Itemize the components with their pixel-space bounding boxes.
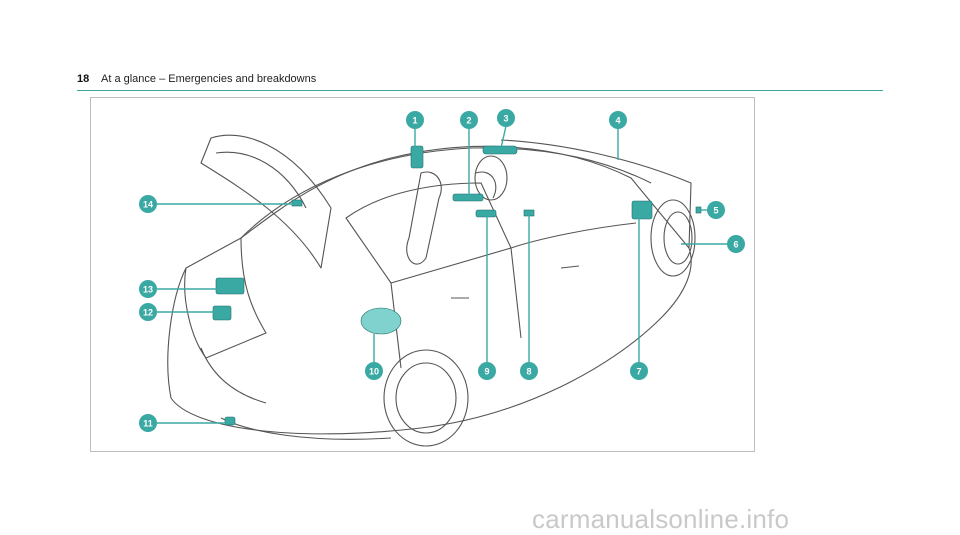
- callout-1: 1: [406, 111, 424, 129]
- page-number: 18: [77, 73, 90, 85]
- callout-8: 8: [520, 362, 538, 380]
- callout-6: 6: [727, 235, 745, 253]
- callout-13: 13: [139, 280, 157, 298]
- callout-14: 14: [139, 195, 157, 213]
- callout-8-label: 8: [526, 367, 531, 377]
- callout-12-label: 12: [143, 308, 153, 318]
- callout-11-label: 11: [143, 419, 153, 429]
- callout-2-label: 2: [466, 116, 471, 126]
- callout-13-label: 13: [143, 285, 153, 295]
- vehicle-illustration: 1 2 3 4 5 6 7: [90, 97, 755, 452]
- callout-12: 12: [139, 303, 157, 321]
- callout-badges: 1 2 3 4 5 6 7: [139, 109, 745, 432]
- callout-7: 7: [630, 362, 648, 380]
- callout-4-label: 4: [615, 116, 620, 126]
- watermark: carmanualsonline.info: [532, 504, 790, 534]
- callout-1-label: 1: [412, 116, 417, 126]
- callout-3-label: 3: [503, 114, 508, 124]
- car-outline: [167, 134, 696, 447]
- callout-leaders: [157, 125, 727, 424]
- callout-7-label: 7: [636, 367, 641, 377]
- page-header: 18 At a glance – Emergencies and breakdo…: [77, 70, 883, 91]
- callout-14-label: 14: [143, 200, 153, 210]
- callout-4: 4: [609, 111, 627, 129]
- callout-5: 5: [707, 201, 725, 219]
- callout-9: 9: [478, 362, 496, 380]
- callout-11: 11: [139, 414, 157, 432]
- section-title: At a glance – Emergencies and breakdowns: [101, 73, 317, 85]
- highlighted-parts: [212, 145, 702, 426]
- callout-5-label: 5: [713, 206, 718, 216]
- callout-2: 2: [460, 111, 478, 129]
- callout-9-label: 9: [484, 367, 489, 377]
- callout-6-label: 6: [733, 240, 738, 250]
- callout-3: 3: [497, 109, 515, 127]
- callout-10: 10: [365, 362, 383, 380]
- callout-10-label: 10: [369, 367, 379, 377]
- car-drawing: 1 2 3 4 5 6 7: [139, 109, 745, 447]
